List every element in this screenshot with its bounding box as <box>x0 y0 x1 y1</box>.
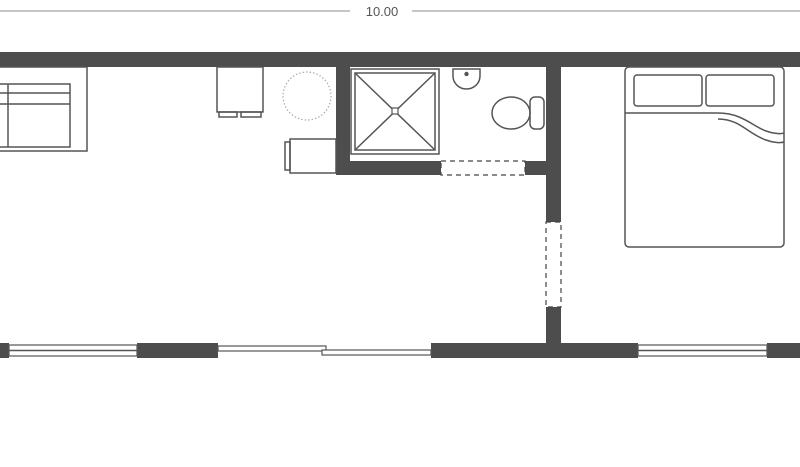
partition-wall-upper <box>546 67 561 222</box>
duvet-fold-lower <box>717 118 785 144</box>
chair-leg-left <box>218 111 238 118</box>
sofa-back <box>0 83 71 148</box>
shower-tray-outer <box>350 68 440 155</box>
bathroom-south-wall-left <box>336 161 441 175</box>
bathroom-door-opening <box>440 160 526 176</box>
bed <box>624 66 785 248</box>
south-wall-segment-1 <box>0 343 9 358</box>
shower-drain <box>391 107 399 115</box>
north-wall <box>0 52 800 67</box>
toilet-bowl <box>491 96 531 130</box>
sliding-door-panel-right <box>321 349 432 356</box>
pillow-right <box>705 74 775 107</box>
door-openings <box>440 160 562 308</box>
dimension-label: 10.00 <box>366 4 399 19</box>
partition-wall-lower <box>546 307 561 358</box>
sofa <box>0 66 88 152</box>
round-table <box>282 71 332 121</box>
bed-frame <box>624 66 785 248</box>
sofa-body <box>0 66 88 152</box>
south-wall-segment-2 <box>137 343 218 358</box>
washbasin-bowl <box>452 68 481 90</box>
stool-seat <box>289 138 337 174</box>
bathroom-west-wall <box>336 67 350 175</box>
chair-leg-right <box>240 111 262 118</box>
south-wall-segment-3 <box>431 343 638 358</box>
exterior-walls <box>0 52 800 358</box>
pillow-left <box>633 74 703 107</box>
shower <box>350 68 440 155</box>
washbasin-tap <box>464 71 469 77</box>
sliding-door-panel-left <box>217 345 327 352</box>
shower-tray-inner <box>354 72 436 151</box>
south-wall-segment-4 <box>767 343 800 358</box>
chair <box>216 66 264 118</box>
width-dimension: 10.00 <box>0 4 800 19</box>
washbasin <box>452 68 481 90</box>
duvet-fold <box>625 112 785 135</box>
bathroom-walls <box>336 67 561 358</box>
stool <box>284 138 337 174</box>
chair-seat <box>216 66 264 113</box>
toilet-cistern <box>529 96 545 130</box>
stool-back <box>284 141 291 171</box>
bathroom-south-wall-right <box>525 161 547 175</box>
toilet <box>491 96 545 130</box>
bedroom-door-opening <box>545 221 562 308</box>
windows <box>8 344 768 357</box>
